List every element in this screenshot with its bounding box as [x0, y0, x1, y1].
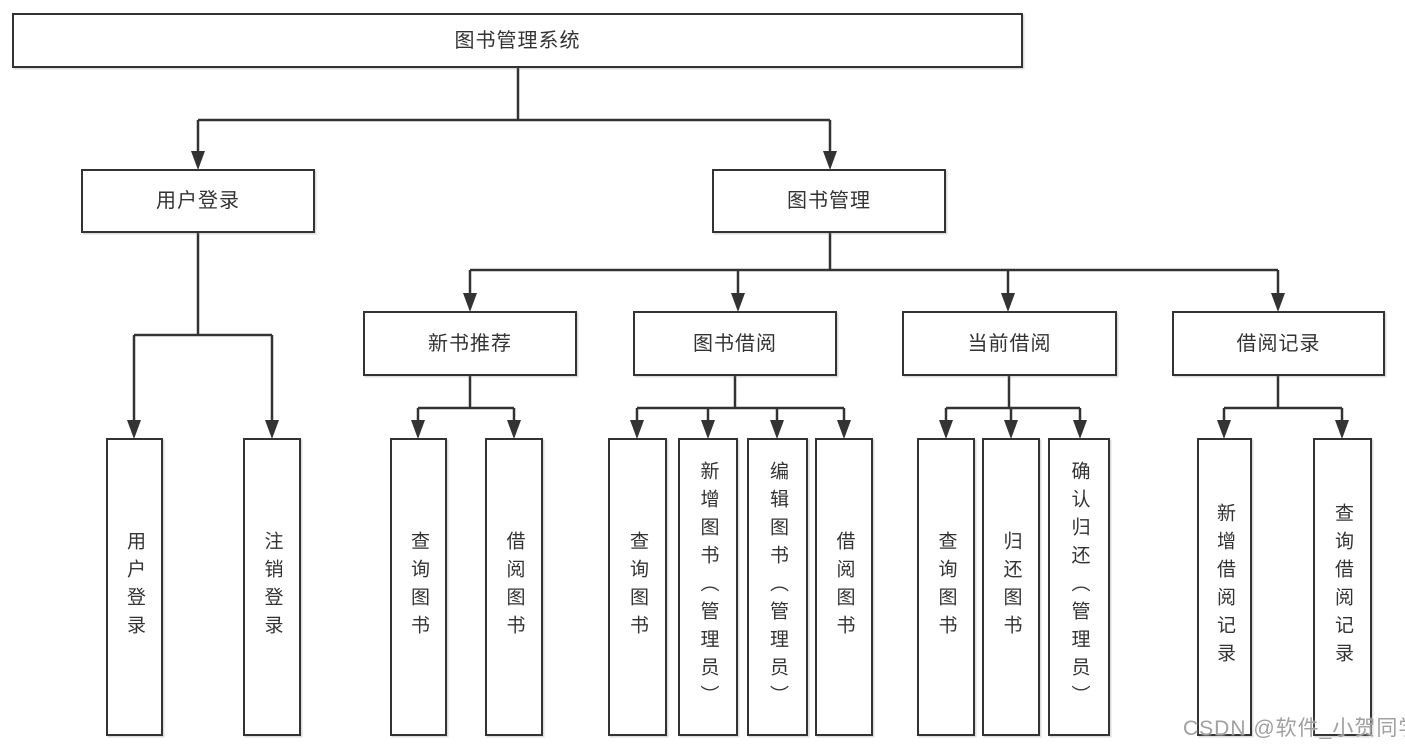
arrowhead [127, 420, 141, 439]
arrowhead [1004, 420, 1018, 439]
node-book-borrow: 图书借阅 [633, 311, 837, 376]
csdn-watermark: CSDN @软件_小贺同学 [1183, 717, 1405, 740]
node-user-login: 用户登录 [81, 169, 315, 233]
arrowhead [731, 293, 745, 312]
arrowhead [823, 151, 837, 170]
arrowhead [939, 420, 953, 439]
node-new-book-recommend: 新书推荐 [363, 311, 577, 376]
arrowhead [265, 420, 279, 439]
arrowhead [1271, 293, 1285, 312]
leaf-add-book-admin: 新增图书（管理员） [678, 438, 738, 736]
arrowhead [837, 420, 851, 439]
arrowhead [770, 420, 784, 439]
leaf-query-books-recommend: 查询图书 [390, 438, 447, 736]
arrowhead [411, 420, 425, 439]
leaf-edit-book-admin: 编辑图书（管理员） [747, 438, 808, 736]
leaf-confirm-return-admin: 确认归还（管理员） [1048, 438, 1110, 736]
leaf-query-books-borrow: 查询图书 [608, 438, 667, 736]
leaf-borrow-books: 借阅图书 [815, 438, 873, 736]
leaf-user-login: 用户登录 [106, 438, 163, 736]
arrowhead [1335, 420, 1349, 439]
arrowhead [1217, 420, 1231, 439]
arrowhead [630, 420, 644, 439]
leaf-logout: 注销登录 [243, 438, 301, 736]
leaf-query-books-current: 查询图书 [917, 438, 975, 736]
arrowhead [191, 151, 205, 170]
arrowhead [701, 420, 715, 439]
node-book-management: 图书管理 [712, 169, 946, 233]
node-current-borrow: 当前借阅 [902, 311, 1117, 376]
arrowhead [1001, 293, 1015, 312]
arrowhead [1073, 420, 1087, 439]
arrowhead [463, 293, 477, 312]
leaf-borrow-books-recommend: 借阅图书 [485, 438, 543, 736]
leaf-add-borrow-record: 新增借阅记录 [1197, 438, 1252, 736]
leaf-query-borrow-record: 查询借阅记录 [1313, 438, 1372, 736]
node-root: 图书管理系统 [12, 13, 1023, 68]
node-borrow-records: 借阅记录 [1172, 311, 1385, 376]
leaf-return-book: 归还图书 [982, 438, 1040, 736]
arrowhead [507, 420, 521, 439]
